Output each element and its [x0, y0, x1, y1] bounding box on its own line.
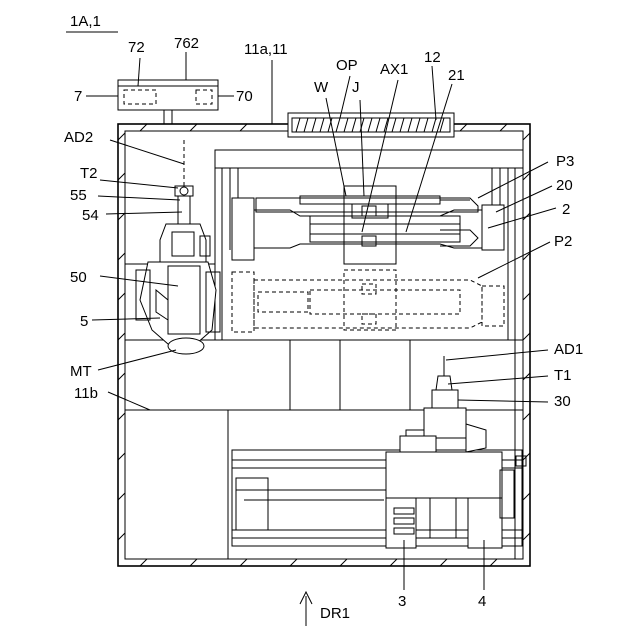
label-72: 72	[128, 39, 145, 56]
label-fig-ref: 1A,1	[70, 13, 101, 30]
label-762: 762	[174, 35, 199, 52]
label-3: 3	[398, 593, 406, 610]
label-55: 55	[70, 187, 87, 204]
label-11b: 11b	[74, 385, 98, 402]
label-2: 2	[562, 201, 570, 218]
label-w: W	[314, 79, 329, 96]
direction-arrow	[300, 592, 312, 626]
label-30: 30	[554, 393, 571, 410]
reference-labels: 1A,1 762 72 7 70 11a,11 OP W J AX1 12 21…	[64, 13, 583, 622]
label-t2: T2	[80, 165, 98, 182]
label-p3: P3	[556, 153, 574, 170]
label-ad1: AD1	[554, 341, 583, 358]
label-12: 12	[424, 49, 441, 66]
label-21: 21	[448, 67, 465, 84]
label-ax1: AX1	[380, 61, 408, 78]
opening-op	[288, 113, 454, 137]
tool-changer-5	[136, 140, 220, 354]
label-mt: MT	[70, 363, 92, 380]
label-20: 20	[556, 177, 573, 194]
label-p2: P2	[554, 233, 572, 250]
label-ad2: AD2	[64, 129, 93, 146]
label-dr1: DR1	[320, 605, 350, 622]
label-t1: T1	[554, 367, 572, 384]
label-54: 54	[82, 207, 99, 224]
label-op: OP	[336, 57, 358, 74]
label-70: 70	[236, 88, 253, 105]
label-4: 4	[478, 593, 486, 610]
label-5: 5	[80, 313, 88, 330]
controller-7	[118, 80, 218, 124]
label-7: 7	[74, 88, 82, 105]
workpiece-table-upper	[232, 186, 504, 264]
workpiece-table-lower-dashed	[232, 270, 504, 332]
label-j: J	[352, 79, 360, 96]
label-50: 50	[70, 269, 87, 286]
label-11a: 11a,11	[244, 41, 288, 58]
